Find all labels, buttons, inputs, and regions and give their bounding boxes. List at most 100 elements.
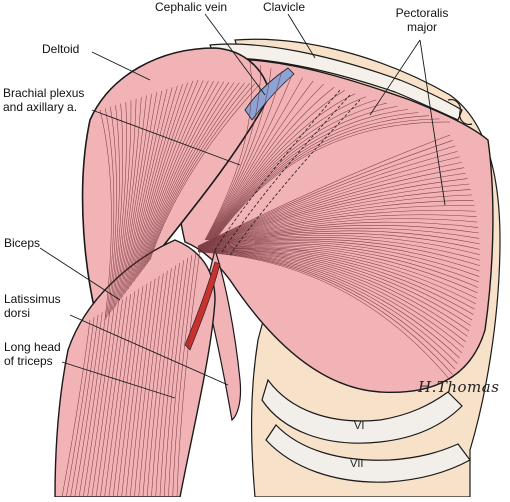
leader-deltoid [91,51,151,81]
muscle-fiber-line [100,296,127,498]
muscle-fiber-line [197,210,476,249]
leader-biceps [39,247,121,301]
muscle-fiber-line [197,232,480,250]
label-deltoid: Deltoid [42,42,80,56]
muscle-fiber-line [197,178,468,248]
muscle-fiber-line [197,251,451,381]
muscle-fiber-line [123,88,168,295]
muscle-fiber-line [197,247,475,310]
muscle-fiber-line [197,145,456,247]
muscle-fiber-line [197,243,479,283]
muscle-fiber-line [197,161,462,247]
muscle-fiber-line [214,118,440,241]
muscle-fiber-line [197,251,456,370]
muscle-fiber-line [205,65,261,241]
muscle-fiber-line [197,248,474,315]
muscle-fiber-line [206,71,282,241]
muscle-fiber-line [142,82,235,270]
muscle-fiber-line [197,225,479,249]
muscle-fiber-line [197,251,460,359]
rib-vii [265,424,471,483]
muscle-fiber-line [197,227,480,249]
muscle-fiber-line [87,304,115,498]
leader-triceps [61,361,176,399]
muscle-fiber-line [197,249,473,321]
muscle-fiber-line [148,83,256,263]
muscle-fiber-line [112,288,140,498]
muscle-fiber-line [116,97,142,305]
muscle-fiber-line [197,247,476,305]
muscle-fiber-line [197,245,478,294]
pectoralis-major-muscle [176,58,494,394]
muscle-fiber-line [143,82,240,268]
muscle-fiber-line [197,241,480,277]
muscle-fiber-line [141,81,230,272]
muscle-fiber-line [136,80,214,278]
brachial-plexus-dashes [214,89,361,256]
muscle-fiber-line [197,194,473,248]
muscle-fiber-line [146,268,172,498]
muscle-fiber-line [108,291,136,498]
muscle-fiber-line [130,80,194,286]
label-latissimus-1: Latissimus [4,292,61,306]
upper-arm [54,239,216,498]
label-brachial-plexus-2: and axillary a. [3,100,78,114]
muscle-fiber-line [207,80,314,241]
muscle-fiber-line [212,105,398,241]
muscle-fiber-line [197,218,478,249]
muscle-fiber-line [99,109,112,321]
muscle-fiber-line [197,251,463,353]
label-brachial-plexus-1: Brachial plexus [3,86,85,100]
artist-signature: H.Thomas [418,378,500,396]
muscle-fiber-line [114,98,137,307]
muscle-fiber-line [197,151,458,247]
muscle-fiber-line [197,235,481,256]
muscle-fiber-line [210,96,366,241]
muscle-fiber-line [210,93,356,241]
muscle-fiber-line [125,281,152,498]
muscle-fiber-line [117,286,144,498]
leader-lines [39,13,446,399]
muscle-fiber-line [197,205,475,248]
label-triceps-1: Long head [4,340,61,354]
muscle-fiber-line [127,84,183,290]
muscle-fiber-line [197,250,468,337]
muscle-fiber-line [197,183,470,248]
muscle-fiber-line [176,249,201,498]
muscle-fiber-line [213,115,429,241]
muscle-fiber-line [211,102,387,241]
muscle-fiber-line [139,81,225,274]
muscle-fiber-line [133,80,204,282]
label-clavicle: Clavicle [263,0,306,14]
muscle-fiber-line [197,167,464,248]
muscle-fiber-line [197,240,480,272]
muscle-fiber-line [91,301,119,498]
muscle-fiber-line [151,265,176,498]
muscle-fiber-line [122,90,163,297]
muscle-fiber-line [126,85,178,292]
muscle-fiber-line [134,275,160,498]
leader-pectoralis-1 [369,39,421,116]
arm-fibers [61,249,201,498]
muscle-fiber-line [113,100,132,309]
muscle-fiber-line [159,260,184,498]
muscle-fiber-line [208,87,335,241]
muscle-fiber-line [211,99,377,241]
muscle-fiber-line [213,112,419,241]
rib-vi [261,378,463,444]
muscle-fiber-line [111,101,127,311]
muscle-fiber-line [197,189,471,248]
muscle-fiber-line [120,92,158,299]
label-pectoralis-major-1: Pectoralis [395,6,449,20]
muscle-fiber-line [163,257,189,498]
muscle-fiber-line [78,309,107,498]
muscle-fiber-line [145,82,245,266]
muscle-fiber-line [146,83,250,264]
muscle-fiber-line [197,156,460,247]
muscle-fiber-line [83,307,111,498]
sternum-notch [447,99,473,125]
muscle-fiber-line [197,140,453,247]
muscle-fiber-line [70,314,99,498]
muscle-fiber-line [197,238,480,266]
